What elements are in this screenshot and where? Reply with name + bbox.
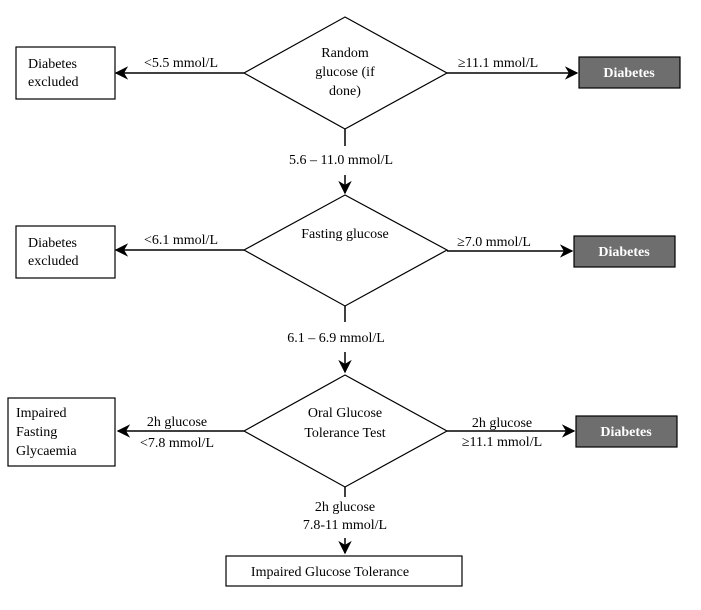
box-diabetes-3-label: Diabetes [600, 425, 652, 440]
label-ogtt-right-line-2: ≥11.1 mmol/L [462, 435, 542, 450]
label-ogtt-right-line-1: 2h glucose [472, 416, 532, 431]
box-diabetes-3 [575, 415, 678, 448]
box-impaired-glucose-tolerance-label: Impaired Glucose Tolerance [251, 565, 409, 580]
box-diabetes-excluded-2-line-2: excluded [28, 254, 79, 269]
box-diabetes-excluded-1-line-1: Diabetes [28, 57, 77, 72]
box-diabetes-excluded-1 [15, 46, 116, 100]
box-diabetes-2 [573, 235, 676, 268]
box-diabetes-1 [578, 56, 681, 89]
box-impaired-glucose-tolerance [225, 555, 463, 587]
box-diabetes-2-label: Diabetes [598, 245, 650, 260]
box-ifg-line-1: Impaired [16, 406, 67, 421]
box-diabetes-excluded-2-line-1: Diabetes [28, 236, 77, 251]
box-diabetes-excluded-2 [15, 225, 116, 279]
box-diabetes-excluded-1-line-2: excluded [28, 75, 79, 90]
label-random-5-6-11-0: 5.6 – 11.0 mmol/L [289, 153, 393, 168]
label-ogtt-down-line-2: 7.8-11 mmol/L [303, 518, 387, 533]
label-random-ge-11-1: ≥11.1 mmol/L [458, 56, 538, 71]
box-ifg-line-2: Fasting [16, 425, 57, 440]
decision-fasting-glucose-line-1: Fasting glucose [301, 227, 389, 242]
decision-ogtt-line-1: Oral Glucose [308, 406, 382, 421]
box-diabetes-1-label: Diabetes [603, 66, 655, 81]
box-impaired-fasting-glycaemia [7, 397, 116, 467]
label-ogtt-down-line-1: 2h glucose [315, 500, 375, 515]
decision-fasting-glucose [242, 194, 449, 307]
decision-ogtt-line-2: Tolerance Test [304, 426, 385, 441]
label-fasting-lt-6-1: <6.1 mmol/L [144, 233, 218, 248]
label-fasting-6-1-6-9: 6.1 – 6.9 mmol/L [287, 331, 385, 346]
decision-random-glucose-line-2: glucose (if [315, 65, 375, 80]
label-ogtt-left-line-2: <7.8 mmol/L [140, 436, 214, 451]
label-fasting-ge-7-0: ≥7.0 mmol/L [457, 235, 531, 250]
decision-random-glucose-line-3: done) [329, 84, 361, 99]
decision-random-glucose-line-1: Random [321, 46, 369, 61]
label-random-lt-5-5: <5.5 mmol/L [144, 56, 218, 71]
label-ogtt-left-line-1: 2h glucose [147, 415, 207, 430]
box-ifg-line-3: Glycaemia [16, 444, 77, 459]
